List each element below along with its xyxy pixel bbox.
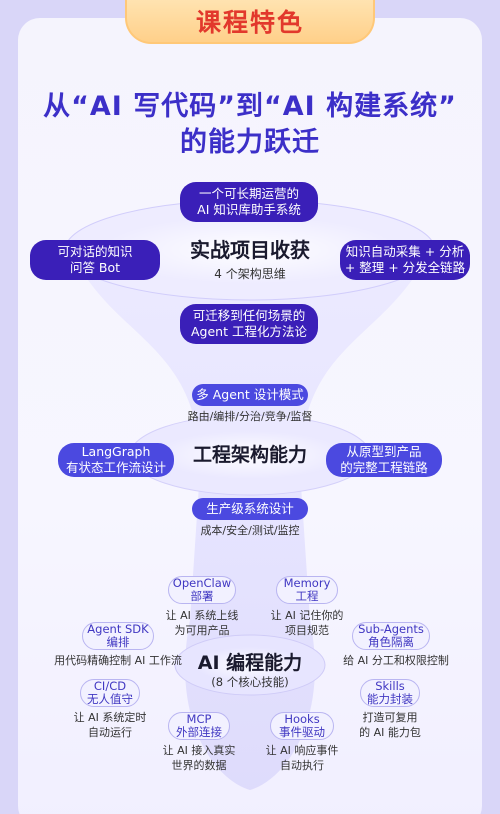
tier2-pill-right: 从原型到产品 的完整工程链路 bbox=[326, 443, 442, 477]
skill-name: CI/CD bbox=[93, 679, 127, 693]
tier1-pill-top: 一个可长期运营的 AI 知识库助手系统 bbox=[180, 182, 318, 222]
skill-subname: 角色隔离 bbox=[368, 635, 414, 649]
section-title: 课程特色 bbox=[195, 8, 304, 37]
skill-name: Skills bbox=[375, 679, 405, 693]
desc-line: 自动运行 bbox=[88, 726, 132, 739]
tier2-top-caption: 路由/编排/分治/竞争/监督 bbox=[187, 410, 313, 423]
skill-subname: 部署 bbox=[190, 589, 214, 603]
skill-cicd-desc: 让 AI 系统定时 自动运行 bbox=[60, 710, 160, 740]
desc-line: 自动执行 bbox=[280, 759, 324, 772]
pill-text: 一个可长期运营的 bbox=[198, 186, 299, 201]
skill-openclaw-desc: 让 AI 系统上线 为可用产品 bbox=[152, 608, 252, 638]
pill-text: 从原型到产品 bbox=[346, 444, 422, 459]
skill-subname: 工程 bbox=[295, 589, 319, 603]
pill-text: Agent 工程化方法论 bbox=[191, 324, 307, 339]
pill-text: 知识自动采集 + 分析 bbox=[345, 244, 465, 259]
tier1-subtitle: 4 个架构思维 bbox=[214, 267, 286, 281]
tier2-pill-left: LangGraph 有状态工作流设计 bbox=[58, 443, 174, 477]
tier1-pill-bottom: 可迁移到任何场景的 Agent 工程化方法论 bbox=[180, 304, 318, 344]
desc-line: 世界的数据 bbox=[171, 759, 227, 772]
desc-line: 让 AI 响应事件 bbox=[265, 744, 339, 757]
skill-sub-agents: Sub-Agents 角色隔离 bbox=[352, 622, 430, 650]
skill-memory: Memory 工程 bbox=[276, 576, 338, 604]
tier1-pill-right: 知识自动采集 + 分析 + 整理 + 分发全链路 bbox=[340, 240, 470, 280]
pill-text: LangGraph bbox=[81, 444, 151, 459]
skill-openclaw: OpenClaw 部署 bbox=[168, 576, 236, 604]
headline-line2: 的能力跃迁 bbox=[180, 127, 320, 158]
skill-name: OpenClaw bbox=[172, 576, 232, 590]
desc-line: 让 AI 系统上线 bbox=[165, 609, 239, 622]
tier1-title: 实战项目收获 bbox=[190, 238, 310, 262]
tier2-title: 工程架构能力 bbox=[192, 444, 307, 466]
skill-name: MCP bbox=[186, 712, 212, 726]
skill-cicd: CI/CD 无人值守 bbox=[80, 679, 140, 707]
tier2-bottom-caption: 成本/安全/测试/监控 bbox=[200, 524, 300, 537]
funnel-bottom-glow bbox=[195, 647, 305, 683]
skill-sub-agents-desc: 给 AI 分工和权限控制 bbox=[336, 653, 456, 668]
skill-mcp: MCP 外部连接 bbox=[168, 712, 230, 740]
pill-text: 问答 Bot bbox=[69, 260, 121, 275]
pill-text: 多 Agent 设计模式 bbox=[196, 387, 304, 402]
skill-subname: 编排 bbox=[106, 635, 130, 649]
desc-line: 的 AI 能力包 bbox=[359, 726, 421, 739]
funnel-top-glow bbox=[100, 216, 400, 284]
tier3-title: AI 编程能力 bbox=[197, 652, 303, 674]
skill-name: Hooks bbox=[284, 712, 320, 726]
headline-line1: 从“AI 写代码”到“AI 构建系统” bbox=[43, 91, 457, 122]
skill-subname: 能力封装 bbox=[367, 692, 413, 706]
desc-line: 让 AI 接入真实 bbox=[162, 744, 236, 757]
desc-line: 用代码精确控制 AI 工作流 bbox=[54, 654, 182, 667]
tier3-subtitle: (8 个核心技能) bbox=[211, 675, 289, 689]
skill-skills-desc: 打造可复用 的 AI 能力包 bbox=[340, 710, 440, 740]
desc-line: 为可用产品 bbox=[174, 624, 230, 637]
skill-subname: 外部连接 bbox=[176, 725, 222, 739]
tier2-pill-top: 多 Agent 设计模式 bbox=[192, 384, 308, 406]
pill-text: 生产级系统设计 bbox=[206, 501, 294, 516]
desc-line: 打造可复用 bbox=[362, 711, 418, 724]
skill-hooks: Hooks 事件驱动 bbox=[270, 712, 334, 740]
skill-name: Memory bbox=[283, 576, 331, 590]
pill-text: + 整理 + 分发全链路 bbox=[344, 260, 466, 275]
tier1-pill-left: 可对话的知识 问答 Bot bbox=[30, 240, 160, 280]
pill-text: 有状态工作流设计 bbox=[65, 460, 166, 475]
skill-mcp-desc: 让 AI 接入真实 世界的数据 bbox=[149, 743, 249, 773]
tier2-pill-bottom: 生产级系统设计 bbox=[192, 498, 308, 520]
pill-text: 的完整工程链路 bbox=[340, 460, 428, 475]
pill-text: 可对话的知识 bbox=[57, 244, 133, 259]
skill-subname: 事件驱动 bbox=[279, 725, 325, 739]
skill-hooks-desc: 让 AI 响应事件 自动执行 bbox=[252, 743, 352, 773]
desc-line: 项目规范 bbox=[285, 624, 329, 637]
pill-text: AI 知识库助手系统 bbox=[197, 202, 301, 217]
skill-agent-sdk: Agent SDK 编排 bbox=[82, 622, 154, 650]
section-tab: 课程特色 bbox=[125, 0, 375, 44]
skill-memory-desc: 让 AI 记住你的 项目规范 bbox=[257, 608, 357, 638]
skill-agent-sdk-desc: 用代码精确控制 AI 工作流 bbox=[48, 653, 188, 668]
skill-name: Agent SDK bbox=[87, 622, 149, 636]
desc-line: 让 AI 记住你的 bbox=[270, 609, 344, 622]
skill-name: Sub-Agents bbox=[358, 622, 424, 636]
skill-subname: 无人值守 bbox=[87, 692, 133, 706]
funnel-mid-glow bbox=[155, 431, 345, 479]
desc-line: 给 AI 分工和权限控制 bbox=[343, 654, 449, 667]
desc-line: 让 AI 系统定时 bbox=[73, 711, 147, 724]
pill-text: 可迁移到任何场景的 bbox=[192, 308, 306, 323]
skill-skills: Skills 能力封装 bbox=[360, 679, 420, 707]
